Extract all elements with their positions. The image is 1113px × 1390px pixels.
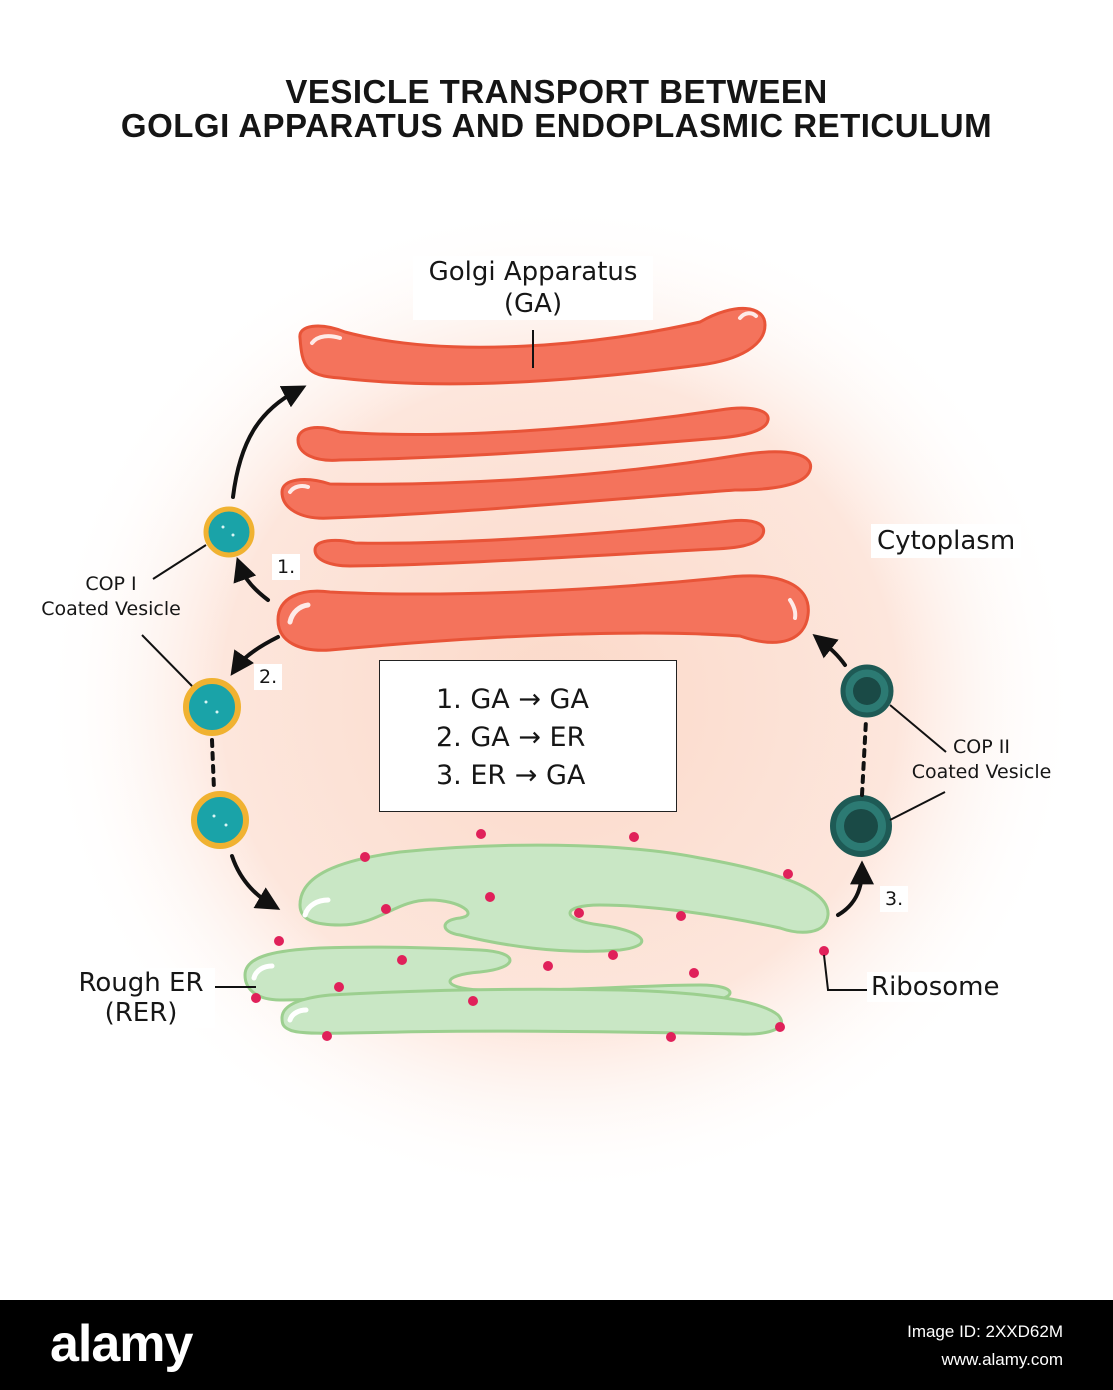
rough-er bbox=[243, 829, 830, 1042]
er-lobe-top bbox=[298, 843, 830, 953]
footer-url: www.alamy.com bbox=[941, 1350, 1063, 1369]
cop1-vesicle-bottom bbox=[191, 791, 249, 849]
legend-row-3: 3. ER → GA bbox=[436, 760, 586, 791]
golgi-label-line-1: Golgi Apparatus bbox=[428, 257, 638, 287]
legend-row-2: 2. GA → ER bbox=[436, 722, 586, 753]
er-lobe-bottom bbox=[280, 987, 783, 1036]
cop1-label-line-1: COP I bbox=[85, 573, 137, 595]
ribosome-label: Ribosome bbox=[867, 972, 1004, 1002]
golgi-cisterna-5 bbox=[276, 574, 810, 652]
golgi-label: Golgi Apparatus (GA) bbox=[413, 256, 653, 320]
alamy-logo: alamy bbox=[50, 1315, 193, 1373]
cop2-label: COP II Coated Vesicle bbox=[899, 735, 1064, 785]
arrow-vesicle-dashed-cop2 bbox=[860, 718, 868, 797]
cop1-vesicle-middle bbox=[183, 678, 241, 736]
arrow-golgi-to-cop1 bbox=[233, 556, 270, 602]
rer-label-line-2: (RER) bbox=[104, 998, 178, 1028]
golgi-label-line-2: (GA) bbox=[503, 289, 563, 319]
arrow-cop2-to-golgi bbox=[812, 634, 847, 667]
arrow-golgi-to-er-vesicle bbox=[230, 635, 280, 676]
transport-arrows bbox=[210, 385, 874, 917]
cop1-label-line-2: Coated Vesicle bbox=[41, 598, 181, 620]
arrow-vesicle-dashed-cop1 bbox=[210, 738, 216, 792]
cop1-vesicles bbox=[183, 506, 255, 849]
rer-label: Rough ER (RER) bbox=[67, 968, 215, 1028]
legend-row-1: 1. GA → GA bbox=[436, 684, 589, 715]
cytoplasm-label: Cytoplasm bbox=[871, 524, 1022, 558]
golgi-cisterna-3 bbox=[280, 450, 813, 520]
diagram-title-line-1: VESICLE TRANSPORT BETWEEN bbox=[285, 73, 828, 110]
ribosome-dots bbox=[251, 829, 829, 1042]
cop1-label: COP I Coated Vesicle bbox=[27, 572, 195, 622]
label-leader-lines bbox=[141, 330, 947, 991]
step-2-marker: 2. bbox=[254, 664, 283, 690]
step-1-marker: 1. bbox=[272, 554, 301, 580]
cop2-vesicles bbox=[830, 664, 894, 857]
diagram-title-line-2: GOLGI APPARATUS AND ENDOPLASMIC RETICULU… bbox=[120, 107, 993, 144]
golgi-apparatus bbox=[276, 307, 813, 652]
rer-label-line-1: Rough ER bbox=[78, 968, 204, 998]
cop2-label-line-1: COP II bbox=[953, 736, 1010, 758]
arrow-cop1-to-golgi bbox=[231, 385, 307, 499]
cop1-vesicle-top bbox=[203, 506, 255, 558]
arrow-er-to-cop2 bbox=[836, 860, 874, 917]
step-3-marker: 3. bbox=[880, 886, 909, 912]
golgi-cisterna-2 bbox=[296, 406, 770, 462]
diagram-canvas bbox=[40, 200, 1080, 1200]
cop2-label-line-2: Coated Vesicle bbox=[911, 761, 1052, 783]
image-id: Image ID: 2XXD62M bbox=[907, 1322, 1063, 1341]
arrow-cop1-to-er bbox=[230, 854, 281, 910]
footer-bar: alamy Image ID: 2XXD62M www.alamy.com bbox=[0, 1300, 1113, 1390]
legend-box: 1. GA → GA 2. GA → ER 3. ER → GA bbox=[379, 660, 677, 812]
golgi-cisterna-4 bbox=[313, 518, 765, 568]
